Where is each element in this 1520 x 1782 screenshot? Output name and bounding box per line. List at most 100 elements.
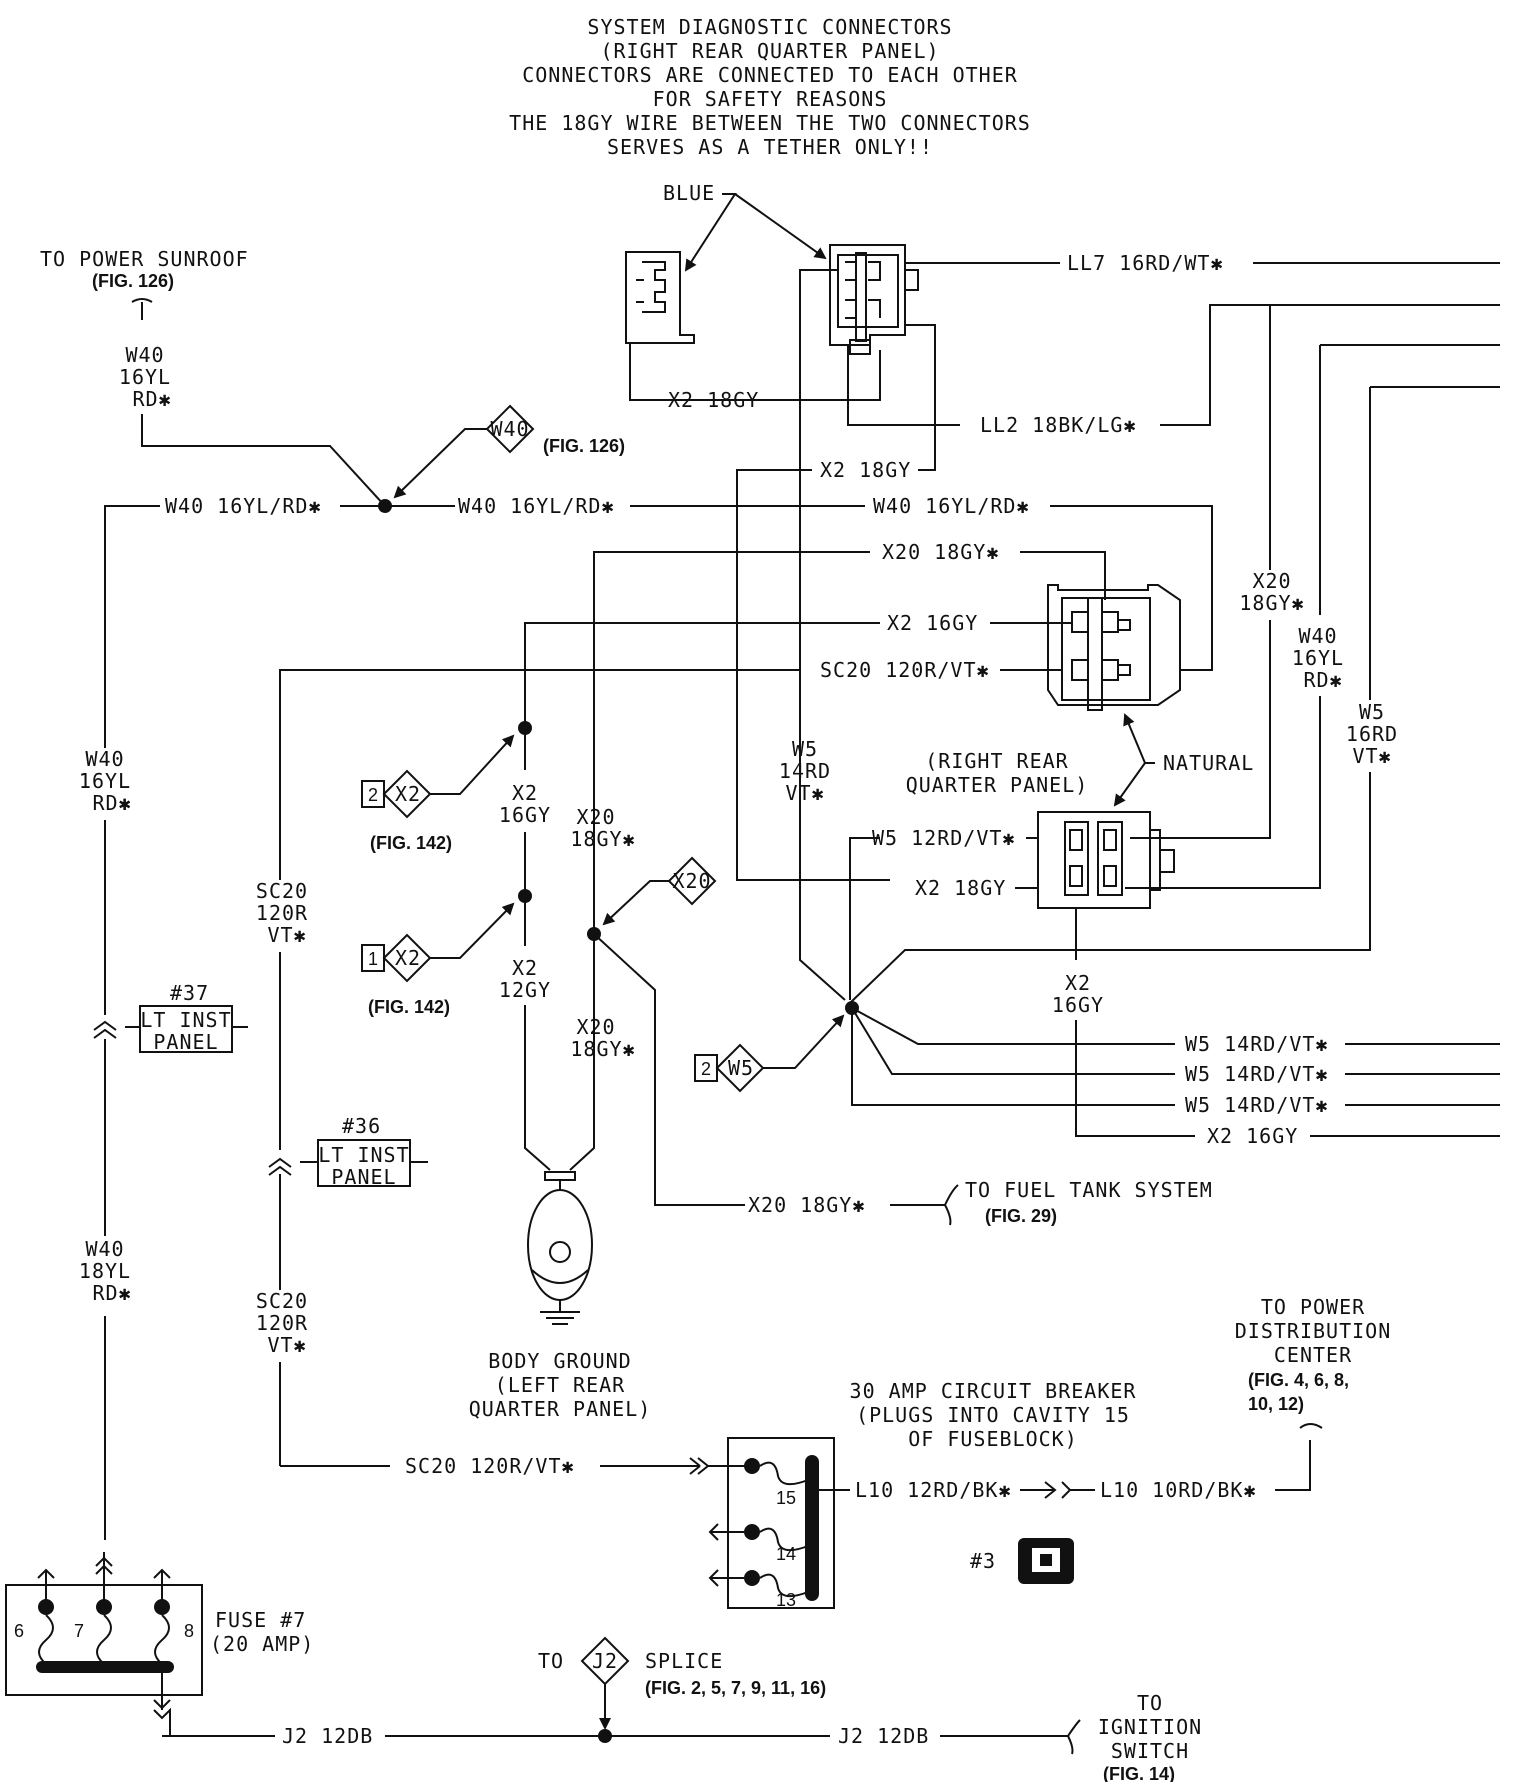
svg-text:J2: J2 <box>592 1649 618 1673</box>
svg-text:TO: TO <box>1137 1691 1163 1715</box>
stack-x20-a: X20 18GY✱ <box>570 805 635 851</box>
body-ground <box>527 1171 593 1325</box>
svg-text:RD✱: RD✱ <box>1303 668 1342 692</box>
diamond-w40: W40 <box>485 404 535 454</box>
stack-x2-16gy-right: X2 16GY <box>1052 971 1104 1017</box>
fuel-label: TO FUEL TANK SYSTEM <box>965 1178 1213 1202</box>
fuse-label-2: (20 AMP) <box>210 1632 314 1656</box>
conn-36-label: #36 <box>342 1114 381 1138</box>
diamond-x2-2: 2 X2 <box>361 769 432 819</box>
svg-text:16GY: 16GY <box>499 803 551 827</box>
svg-text:(RIGHT REAR QUARTER PANEL): (RIGHT REAR QUARTER PANEL) <box>600 39 939 63</box>
svg-text:(LEFT REAR: (LEFT REAR <box>495 1373 625 1397</box>
to-j2-label: TO <box>538 1649 564 1673</box>
blue-connector-right <box>829 244 919 355</box>
svg-text:2: 2 <box>368 785 378 805</box>
svg-text:30 AMP CIRCUIT BREAKER: 30 AMP CIRCUIT BREAKER <box>850 1379 1137 1403</box>
svg-text:X20: X20 <box>576 1015 615 1039</box>
stack-w40-top: W40 16YL RD✱ <box>119 343 171 411</box>
svg-text:16GY: 16GY <box>1052 993 1104 1017</box>
svg-text:CONNECTORS ARE CONNECTED TO EA: CONNECTORS ARE CONNECTED TO EACH OTHER <box>522 63 1018 87</box>
svg-text:120R: 120R <box>256 901 308 925</box>
svg-text:W40: W40 <box>490 417 529 441</box>
svg-text:SWITCH: SWITCH <box>1111 1739 1189 1763</box>
wire-x2-16gy-r: X2 16GY <box>1207 1124 1298 1148</box>
svg-text:16RD: 16RD <box>1346 722 1398 746</box>
stack-sc20-a: SC20 120R VT✱ <box>256 879 308 947</box>
wire-x2-18gy-b: X2 18GY <box>820 458 911 482</box>
svg-text:CENTER: CENTER <box>1274 1343 1352 1367</box>
svg-text:8: 8 <box>184 1621 194 1641</box>
ign-label: TO IGNITION SWITCH <box>1098 1691 1201 1763</box>
diamond-x20: X20 <box>667 856 717 906</box>
svg-text:QUARTER PANEL): QUARTER PANEL) <box>906 773 1089 797</box>
fig142-ref-a: (FIG. 142) <box>370 833 452 853</box>
fig-j2-ref: (FIG. 2, 5, 7, 9, 11, 16) <box>645 1678 826 1698</box>
wire-w40-right: W40 16YL/RD✱ <box>873 494 1030 518</box>
wire-x20-top: X20 18GY✱ <box>882 540 999 564</box>
wire-w40-left: W40 16YL/RD✱ <box>165 494 322 518</box>
svg-text:18YL: 18YL <box>79 1259 131 1283</box>
stack-w5-14: W5 14RD VT✱ <box>779 737 831 805</box>
wire-ll7: LL7 16RD/WT✱ <box>1067 251 1224 275</box>
svg-text:W5: W5 <box>728 1056 754 1080</box>
svg-text:2: 2 <box>701 1059 711 1079</box>
wire-w5-r1: W5 14RD/VT✱ <box>1185 1032 1328 1056</box>
wire-sc20-top: SC20 120R/VT✱ <box>820 658 990 682</box>
splice-label: SPLICE <box>645 1649 723 1673</box>
wire-w5-12: W5 12RD/VT✱ <box>872 826 1015 850</box>
svg-text:QUARTER PANEL): QUARTER PANEL) <box>469 1397 652 1421</box>
svg-text:X2: X2 <box>512 956 538 980</box>
svg-text:18GY✱: 18GY✱ <box>570 827 635 851</box>
stack-w5-right: W5 16RD VT✱ <box>1346 700 1398 768</box>
svg-text:PANEL: PANEL <box>331 1165 396 1189</box>
cb-label: 30 AMP CIRCUIT BREAKER (PLUGS INTO CAVIT… <box>850 1379 1137 1451</box>
pdc-label: TO POWER DISTRIBUTION CENTER <box>1235 1295 1392 1367</box>
svg-text:14: 14 <box>776 1544 796 1564</box>
wire-ll2: LL2 18BK/LG✱ <box>980 413 1137 437</box>
svg-text:14RD: 14RD <box>779 759 831 783</box>
rrqp-label: (RIGHT REAR QUARTER PANEL) <box>906 749 1089 797</box>
pdc-fig-1: (FIG. 4, 6, 8, <box>1248 1370 1349 1390</box>
svg-text:18GY✱: 18GY✱ <box>1239 591 1304 615</box>
wire-w5-r3: W5 14RD/VT✱ <box>1185 1093 1328 1117</box>
stack-w40-right: W40 16YL RD✱ <box>1292 624 1343 692</box>
fuse-label-1: FUSE #7 <box>215 1608 306 1632</box>
wire-x2-18gy-a: X2 18GY <box>668 388 759 412</box>
fig14-ref: (FIG. 14) <box>1103 1764 1175 1782</box>
stack-sc20-b: SC20 120R VT✱ <box>256 1289 307 1357</box>
ground-3-label: #3 <box>970 1549 996 1573</box>
blue-label: BLUE <box>663 181 715 205</box>
sunroof-label: TO POWER SUNROOF <box>40 247 249 271</box>
svg-text:THE 18GY WIRE BETWEEN THE TWO: THE 18GY WIRE BETWEEN THE TWO CONNECTORS <box>509 111 1031 135</box>
blue-connector-left <box>625 251 695 344</box>
wire-l10-a: L10 12RD/BK✱ <box>855 1478 1012 1502</box>
svg-text:W40: W40 <box>1298 624 1337 648</box>
svg-text:W5: W5 <box>792 737 818 761</box>
svg-text:7: 7 <box>74 1621 84 1641</box>
pdc-fig-2: 10, 12) <box>1248 1394 1304 1414</box>
fuse-block: 6 7 8 <box>5 1584 203 1696</box>
svg-text:RD✱: RD✱ <box>132 387 171 411</box>
svg-text:X2: X2 <box>395 782 421 806</box>
svg-text:X2: X2 <box>1065 971 1091 995</box>
natural-connector-upper <box>1047 584 1181 711</box>
wire-j2-b: J2 12DB <box>838 1724 929 1748</box>
stack-w40-left2: W40 18YL RD✱ <box>79 1237 131 1305</box>
svg-text:1: 1 <box>368 949 378 969</box>
conn-37-box: LT INST PANEL <box>93 1005 248 1054</box>
svg-text:13: 13 <box>776 1590 796 1610</box>
svg-text:VT✱: VT✱ <box>267 1333 306 1357</box>
svg-text:DISTRIBUTION: DISTRIBUTION <box>1235 1319 1392 1343</box>
svg-text:6: 6 <box>14 1621 24 1641</box>
svg-text:SERVES AS A TETHER ONLY!!: SERVES AS A TETHER ONLY!! <box>607 135 933 159</box>
diamond-j2: J2 <box>580 1636 630 1686</box>
wire-x20-fuel: X20 18GY✱ <box>748 1193 865 1217</box>
diamond-w5: 2 W5 <box>694 1043 765 1093</box>
wire-x2-18gy-c: X2 18GY <box>915 876 1006 900</box>
svg-text:X2: X2 <box>512 781 538 805</box>
svg-text:OF FUSEBLOCK): OF FUSEBLOCK) <box>908 1427 1078 1451</box>
svg-text:FOR SAFETY REASONS: FOR SAFETY REASONS <box>653 87 888 111</box>
svg-text:(RIGHT REAR: (RIGHT REAR <box>925 749 1068 773</box>
